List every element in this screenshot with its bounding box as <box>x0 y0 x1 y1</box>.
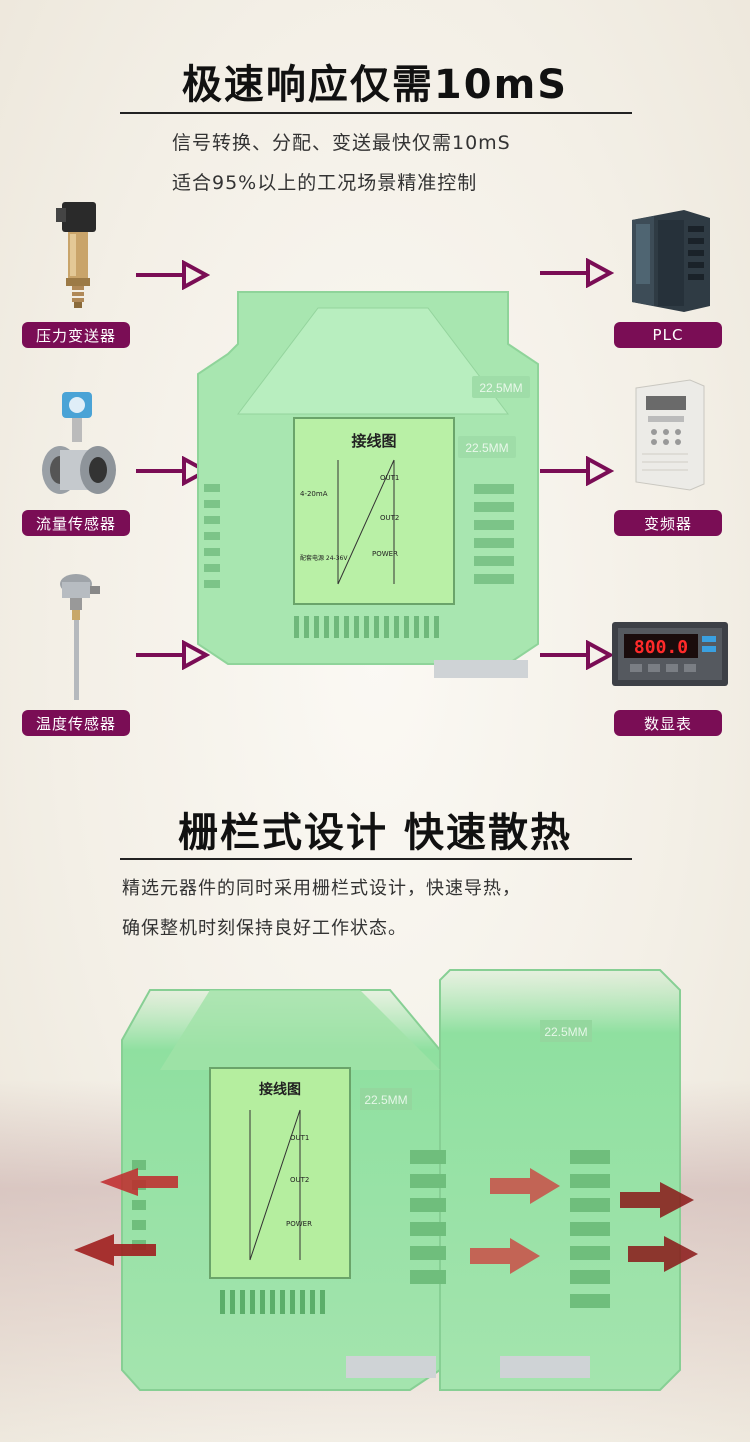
arrow-right-icon <box>136 640 210 670</box>
output-label-plc: PLC <box>614 322 722 348</box>
input-current-label: 4-20mA <box>300 490 328 498</box>
section1-line2: 适合95%以上的工况场景精准控制 <box>172 172 478 194</box>
plc-icon <box>632 210 710 312</box>
section1-heading: 极速响应仅需10mS <box>181 62 569 108</box>
section2-line1: 精选元器件的同时采用栅栏式设计，快速导热， <box>122 878 521 899</box>
output-label-inverter: 变频器 <box>614 510 722 536</box>
input-label-flow: 流量传感器 <box>22 510 130 536</box>
module-width-mark-front: 22.5MM <box>364 1093 407 1107</box>
power-note: 配套电源 24-36V <box>300 554 348 562</box>
module-width-mark: 22.5MM <box>479 381 522 395</box>
module-width-mark-back: 22.5MM <box>544 1025 587 1039</box>
out2-label: OUT2 <box>380 514 399 522</box>
module-width-mark-2: 22.5MM <box>465 441 508 455</box>
arrow-right-icon <box>540 640 614 670</box>
input-label-pressure: 压力变送器 <box>22 322 130 348</box>
temperature-sensor-icon <box>60 574 100 700</box>
modules-heat-dissipation: 22.5MM 22.5MM 接线图 OUT1 OUT2 POWER <box>74 969 698 1391</box>
section1-line1: 信号转换、分配、变送最快仅需10mS <box>172 132 511 154</box>
out1-label-2: OUT1 <box>290 1134 309 1142</box>
arrow-right-icon <box>540 258 614 288</box>
pressure-transmitter-icon <box>56 202 96 308</box>
flow-sensor-icon <box>42 392 116 494</box>
section2-heading: 栅栏式设计 快速散热 <box>178 810 572 856</box>
power-label-2: POWER <box>286 1220 312 1228</box>
display-readout: 800.0 <box>634 637 688 658</box>
section2-line2: 确保整机时刻保持良好工作状态。 <box>122 918 407 939</box>
signal-isolator-module: 22.5MM 22.5MM 接线图 4-20mA OUT1 OUT2 POWER… <box>197 291 539 678</box>
wiring-panel-title: 接线图 <box>351 432 396 450</box>
power-label: POWER <box>372 550 398 558</box>
section1-rule <box>120 112 632 114</box>
input-label-temperature: 温度传感器 <box>22 710 130 736</box>
digital-display-icon: 800.0 <box>612 622 728 686</box>
heat-arrow-icon <box>74 1168 698 1274</box>
section2-rule <box>120 858 632 860</box>
arrow-right-icon <box>136 260 210 290</box>
out1-label: OUT1 <box>380 474 399 482</box>
inverter-icon <box>635 379 705 491</box>
output-label-display: 数显表 <box>614 710 722 736</box>
arrow-right-icon <box>136 456 210 486</box>
out2-label-2: OUT2 <box>290 1176 309 1184</box>
arrow-right-icon <box>540 456 614 486</box>
wiring-panel-title-2: 接线图 <box>259 1081 301 1098</box>
